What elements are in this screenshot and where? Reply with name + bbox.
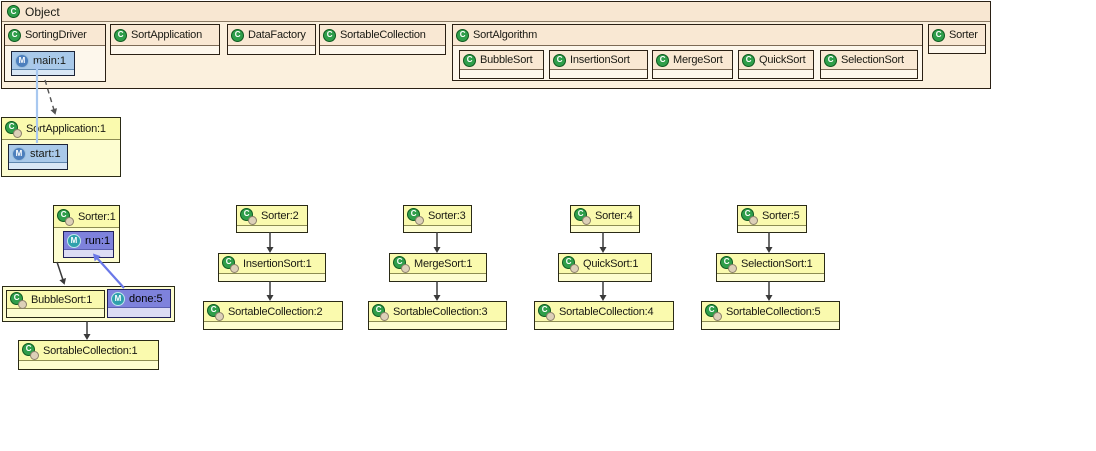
object-panel-header: C Object (2, 2, 990, 22)
object-icon: C (5, 120, 22, 138)
class-label: InsertionSort (570, 54, 630, 66)
object-label: SortableCollection:5 (726, 305, 821, 318)
class-icon: C (553, 53, 566, 67)
method-icon: M (67, 233, 81, 248)
object-box-sortablecollection-4[interactable]: C SortableCollection:4 (534, 301, 674, 330)
class-icon: C (231, 28, 244, 42)
object-box-sorter-2[interactable]: C Sorter:2 (236, 205, 308, 233)
class-icon: C (656, 53, 669, 67)
object-box-sortablecollection-5[interactable]: C SortableCollection:5 (701, 301, 840, 330)
method-icon: M (111, 291, 125, 306)
class-icon: C (7, 5, 20, 18)
class-box-sortapplication[interactable]: C SortApplication (110, 24, 220, 55)
class-label: QuickSort (759, 54, 806, 66)
object-icon: C (574, 207, 591, 225)
object-label: QuickSort:1 (583, 257, 639, 270)
class-box-sorter[interactable]: C Sorter (928, 24, 986, 54)
class-box-datafactory[interactable]: C DataFactory (227, 24, 316, 55)
object-box-sorter-3[interactable]: C Sorter:3 (403, 205, 472, 233)
class-icon: C (114, 28, 127, 42)
object-label: MergeSort:1 (414, 257, 473, 270)
class-label: SelectionSort (841, 54, 904, 66)
object-label: SortableCollection:1 (43, 344, 138, 357)
class-label: Sorter (949, 29, 978, 41)
class-box-bubblesort[interactable]: C BubbleSort (459, 50, 544, 79)
method-label: start:1 (30, 147, 61, 160)
object-label: InsertionSort:1 (243, 257, 312, 270)
object-box-mergesort-1[interactable]: C MergeSort:1 (389, 253, 487, 282)
object-label: Sorter:2 (261, 209, 299, 222)
method-label: main:1 (33, 54, 67, 67)
class-label: SortableCollection (340, 29, 426, 41)
object-label: Sorter:5 (762, 209, 800, 222)
class-box-quicksort[interactable]: C QuickSort (738, 50, 814, 79)
class-label: BubbleSort (480, 54, 533, 66)
object-box-sorter-5[interactable]: C Sorter:5 (737, 205, 807, 233)
object-group-bubblesort[interactable]: C BubbleSort:1 M done:5 (2, 286, 175, 322)
class-label: MergeSort (673, 54, 723, 66)
object-box-sorter-1[interactable]: C Sorter:1 M run:1 (53, 205, 120, 263)
class-icon: C (824, 53, 837, 67)
object-box-quicksort-1[interactable]: C QuickSort:1 (558, 253, 652, 282)
class-icon: C (932, 28, 945, 42)
class-box-selectionsort[interactable]: C SelectionSort (820, 50, 918, 79)
object-icon: C (393, 255, 410, 273)
method-label: done:5 (129, 292, 163, 305)
object-icon: C (10, 291, 27, 309)
object-icon: C (538, 303, 555, 321)
object-label: BubbleSort:1 (31, 293, 93, 306)
object-icon: C (720, 255, 737, 273)
object-icon: C (57, 208, 74, 226)
class-icon: C (463, 53, 476, 67)
object-label: SortApplication:1 (26, 122, 106, 135)
class-icon: C (456, 28, 469, 42)
object-box-sortablecollection-3[interactable]: C SortableCollection:3 (368, 301, 507, 330)
class-label: DataFactory (248, 29, 306, 41)
object-label: SortableCollection:4 (559, 305, 654, 318)
method-label: run:1 (85, 234, 111, 247)
object-box-sortapplication-1[interactable]: C SortApplication:1 M start:1 (1, 117, 121, 177)
object-panel-title: Object (25, 4, 60, 19)
method-item-start[interactable]: M start:1 (8, 144, 68, 170)
class-icon: C (8, 28, 21, 42)
object-box-sortablecollection-2[interactable]: C SortableCollection:2 (203, 301, 343, 330)
object-label: Sorter:3 (428, 209, 466, 222)
object-label: Sorter:1 (78, 210, 116, 223)
object-box-insertionsort-1[interactable]: C InsertionSort:1 (218, 253, 326, 282)
object-icon: C (407, 207, 424, 225)
object-box-sortablecollection-1[interactable]: C SortableCollection:1 (18, 340, 159, 370)
method-item-run[interactable]: M run:1 (63, 231, 114, 258)
class-box-sortalgorithm[interactable]: C SortAlgorithm C BubbleSort C Insertion… (452, 24, 923, 81)
object-icon: C (22, 342, 39, 360)
object-icon: C (240, 207, 257, 225)
method-item-main[interactable]: M main:1 (11, 51, 75, 76)
class-label: SortingDriver (25, 29, 87, 41)
object-box-selectionsort-1[interactable]: C SelectionSort:1 (716, 253, 825, 282)
class-box-mergesort[interactable]: C MergeSort (652, 50, 733, 79)
object-label: SortableCollection:2 (228, 305, 323, 318)
object-icon: C (207, 303, 224, 321)
object-icon: C (741, 207, 758, 225)
class-box-insertionsort[interactable]: C InsertionSort (549, 50, 648, 79)
object-label: SortableCollection:3 (393, 305, 488, 318)
object-panel[interactable]: C Object C SortingDriver M main:1 C Sort… (1, 1, 991, 89)
class-label: SortAlgorithm (473, 29, 538, 41)
object-icon: C (705, 303, 722, 321)
object-icon: C (372, 303, 389, 321)
object-icon: C (222, 255, 239, 273)
class-label: SortApplication (131, 29, 202, 41)
object-box-sorter-4[interactable]: C Sorter:4 (570, 205, 640, 233)
object-box-bubblesort-1[interactable]: C BubbleSort:1 (6, 290, 105, 318)
class-box-sortingdriver[interactable]: C SortingDriver M main:1 (4, 24, 106, 82)
class-icon: C (742, 53, 755, 67)
object-label: SelectionSort:1 (741, 257, 813, 270)
class-box-sortablecollection[interactable]: C SortableCollection (319, 24, 446, 55)
class-icon: C (323, 28, 336, 42)
method-item-done[interactable]: M done:5 (107, 289, 171, 318)
method-icon: M (12, 146, 26, 161)
object-icon: C (562, 255, 579, 273)
method-icon: M (15, 53, 29, 68)
object-label: Sorter:4 (595, 209, 633, 222)
